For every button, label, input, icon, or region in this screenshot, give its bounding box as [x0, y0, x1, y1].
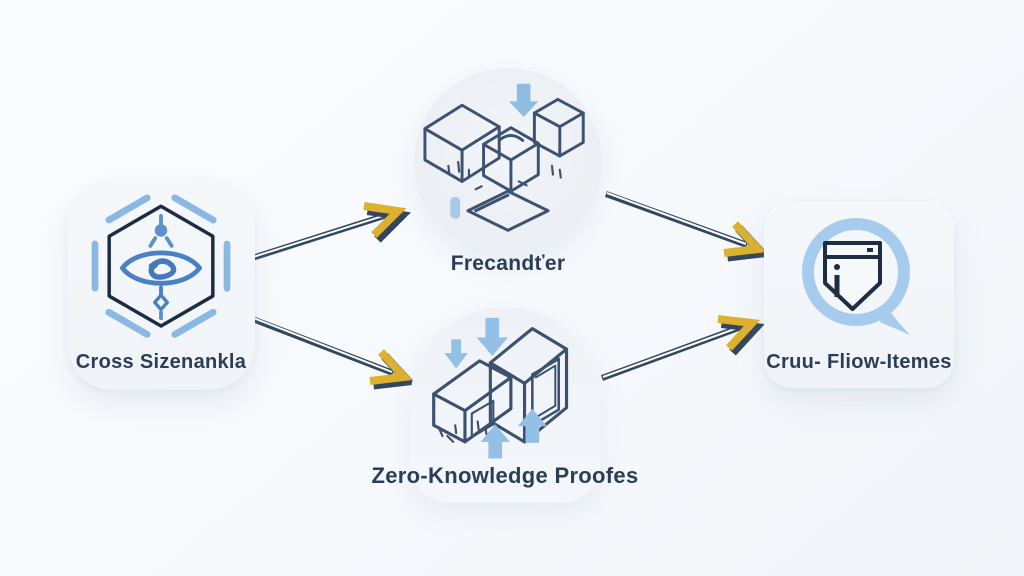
hexagon-eye-icon — [91, 187, 231, 347]
arrow-source-to-bottom — [248, 315, 417, 390]
node-cross-chain: Cross Sizenankla — [67, 181, 255, 390]
node-label-cross-chain: Cross Sizenankla — [75, 351, 247, 373]
node-zero-knowledge-proofs: Zero-Knowledge Proofes — [372, 307, 638, 503]
magnifier-shield-icon — [802, 218, 910, 335]
arrow-top-to-result — [604, 191, 771, 262]
arrow-source-to-top — [251, 202, 412, 261]
node-flow-items: Cruu- Fliow-Itemes — [764, 201, 954, 388]
isometric-boxes-arrows-icon — [432, 317, 569, 459]
node-label-frecandter: Frecandťer — [450, 252, 566, 275]
arrow-bottom-to-result — [600, 315, 765, 381]
isometric-blocks-icon — [423, 83, 585, 232]
node-label-zero-knowledge-proofs: Zero-Knowledge Proofes — [371, 463, 639, 488]
node-frecandter: Frecandťer — [414, 68, 602, 275]
node-label-flow-items: Cruu- Fliow-Itemes — [766, 351, 952, 373]
